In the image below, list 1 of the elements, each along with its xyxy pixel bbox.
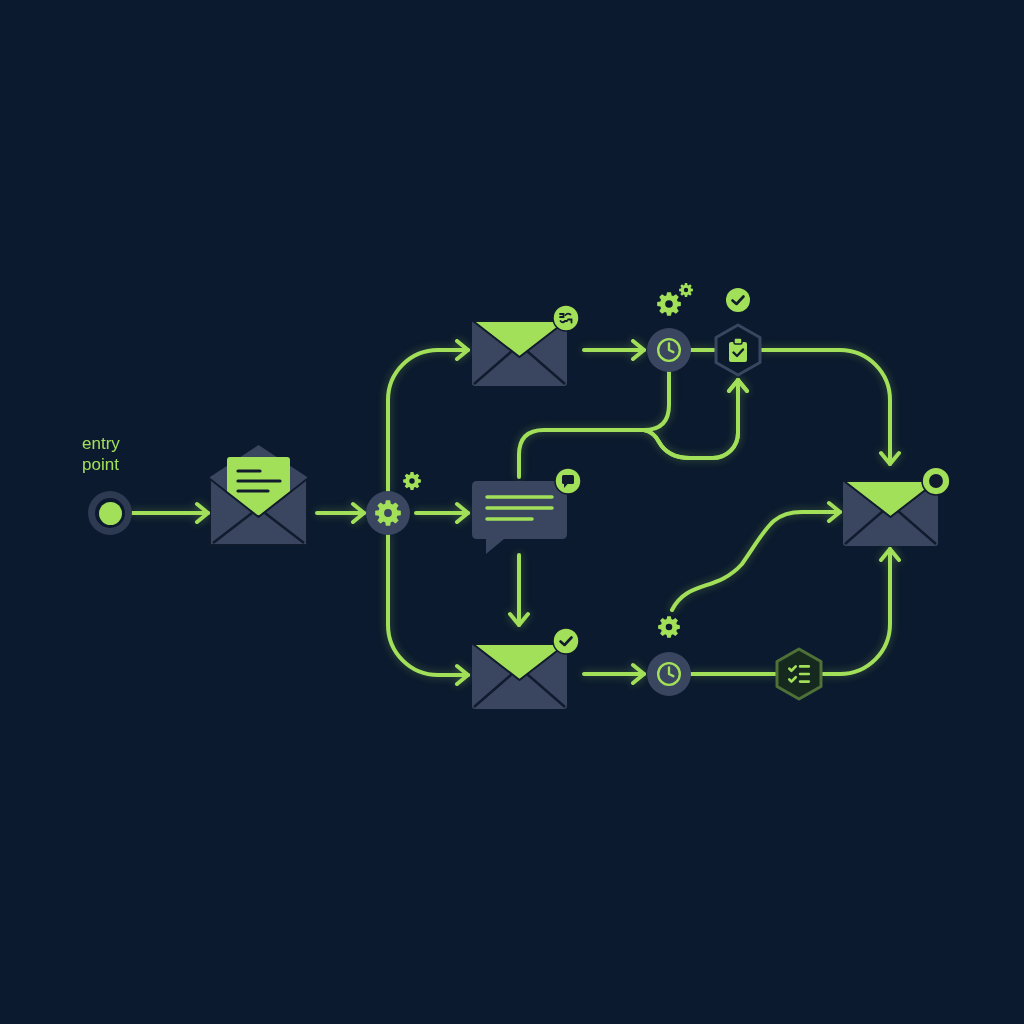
caption-text: entry point — [82, 433, 121, 475]
